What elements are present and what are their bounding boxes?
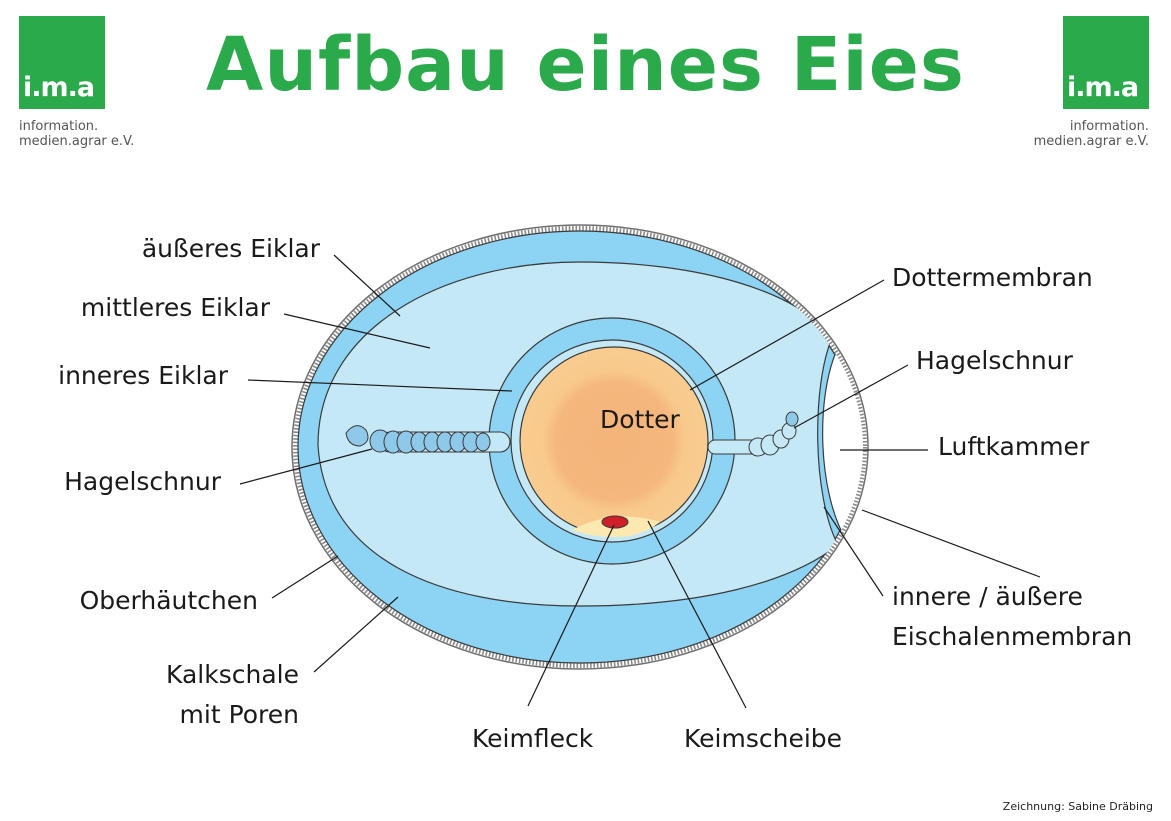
ima-logo-left: i.m.a information. medien.agrar e.V. (19, 16, 134, 149)
label-outer-albumen: äußeres Eiklar (141, 234, 320, 263)
label-yolk: Dotter (600, 405, 680, 434)
logo-mark: i.m.a (23, 72, 95, 103)
leader-germ-spot (527, 524, 615, 707)
leader-inner-albumen (247, 379, 513, 392)
label-air-cell: Luftkammer (938, 432, 1090, 461)
germ-spot (601, 515, 629, 529)
yolk (519, 346, 709, 536)
logo-text-line-1: information. (1069, 119, 1149, 134)
logo-text: information. medien.agrar e.V. (19, 119, 134, 149)
leader-shell (313, 596, 399, 673)
logo-text: information. medien.agrar e.V. (1034, 119, 1149, 149)
label-germ-disc: Keimscheibe (684, 724, 843, 753)
shell-pores (293, 226, 867, 668)
label-shell-membrane: innere / äußere Eischalenmembran (892, 582, 1132, 652)
label-shell-line-1: Kalkschale (166, 660, 299, 689)
logo-box: i.m.a (19, 16, 105, 109)
label-shell-membrane-line-1: innere / äußere (892, 582, 1083, 611)
leader-shell-membrane-outer (861, 509, 1041, 578)
label-chalaza-right: Hagelschnur (916, 346, 1073, 375)
leader-chalaza-left (239, 448, 373, 485)
leader-middle-albumen (283, 313, 431, 349)
ima-logo-right: i.m.a information. medien.agrar e.V. (1034, 16, 1149, 149)
leader-yolk-membrane (689, 279, 885, 391)
label-chalaza-left: Hagelschnur (64, 467, 221, 496)
label-germ-spot: Keimfleck (472, 724, 594, 753)
chalaza-right (707, 411, 799, 457)
leader-outer-albumen (333, 254, 401, 317)
logo-text-line-2: medien.agrar e.V. (1033, 134, 1149, 149)
leader-cuticle (271, 555, 339, 599)
label-shell-membrane-line-2: Eischalenmembran (892, 622, 1133, 651)
label-yolk-membrane: Dottermembran (892, 263, 1093, 292)
leader-shell-membrane-inner (823, 506, 884, 597)
logo-box: i.m.a (1063, 16, 1149, 109)
chalaza-left (345, 425, 511, 454)
leader-germ-disc (647, 520, 747, 709)
logo-mark: i.m.a (1067, 72, 1139, 103)
label-middle-albumen: mittleres Eiklar (80, 293, 270, 322)
page-title: Aufbau eines Eies (206, 22, 965, 108)
logo-text-line-2: medien.agrar e.V. (19, 134, 135, 149)
leader-chalaza-right (793, 364, 909, 429)
label-cuticle: Oberhäutchen (79, 586, 258, 615)
label-shell-line-2: mit Poren (179, 700, 299, 729)
drawing-credit: Zeichnung: Sabine Dräbing (1002, 800, 1153, 813)
label-inner-albumen: inneres Eiklar (58, 361, 228, 390)
label-shell: Kalkschale mit Poren (166, 660, 299, 730)
logo-text-line-1: information. (19, 119, 99, 134)
